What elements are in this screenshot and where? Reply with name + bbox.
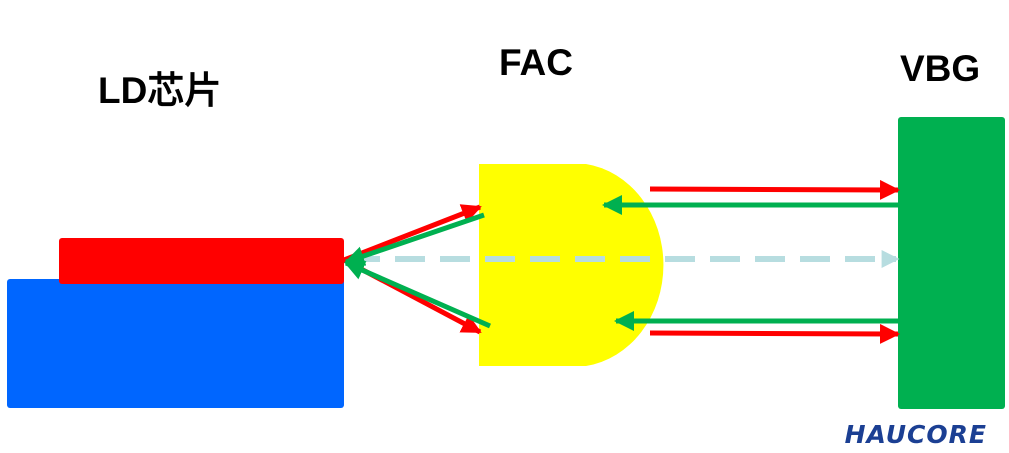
vbg-label: VBG (900, 48, 981, 89)
ld-chip-label: LD芯片 (98, 70, 222, 111)
forward-beam-upper (649, 179, 900, 200)
feedback-beam-upper (344, 212, 485, 266)
fac-label: FAC (499, 42, 573, 83)
forward-beam-lower (649, 323, 900, 344)
substrate-block (7, 279, 344, 408)
feedback-beam-lower (344, 260, 492, 329)
vbg-block (898, 117, 1005, 409)
emitted-beam-upper (343, 204, 482, 263)
fac-lens (479, 164, 664, 366)
ld-chip-block (59, 238, 344, 284)
haucore-logo: HAUCORE (844, 420, 987, 449)
